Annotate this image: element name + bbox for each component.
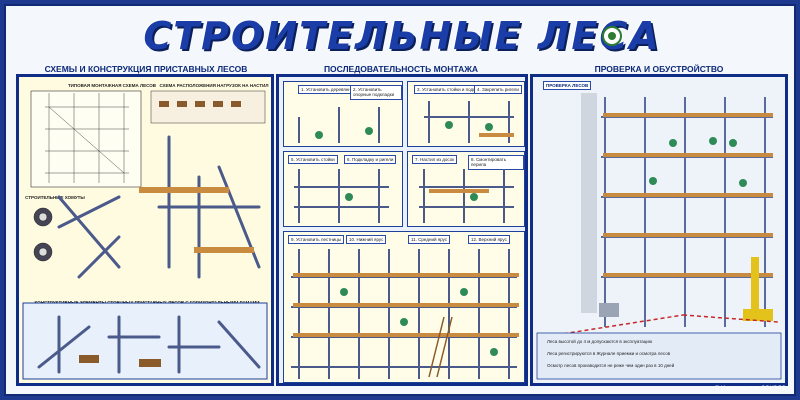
step-label-6: 6. Подкладку и ригели <box>344 155 397 165</box>
step-label-8: 8. Смонтировать перила <box>468 155 524 170</box>
step-label-12: 12. Верхний ярус <box>468 235 510 245</box>
step-label-5: 5. Установить стойки <box>288 155 338 165</box>
step-label-2: 2. Установить опорные подкладки <box>350 85 402 100</box>
caption-clamps: СТРОИТЕЛЬНЫЕ ХОМУТЫ <box>25 195 85 200</box>
poster: СТРОИТЕЛЬНЫЕ ЛЕСА СХЕМЫ И КОНСТРУКЦИЯ ПР… <box>4 4 796 396</box>
section-title-check: ПРОВЕРКА И ОБУСТРОЙСТВО <box>594 64 724 74</box>
step-label-11: 11. Средний ярус <box>408 235 451 245</box>
section-title-schemes: СХЕМЫ И КОНСТРУКЦИЯ ПРИСТАВНЫХ ЛЕСОВ <box>44 64 248 74</box>
panel-schemes: ТИПОВАЯ МОНТАЖНАЯ СХЕМА ЛЕСОВ СХЕМА РАСП… <box>16 74 274 386</box>
step-cell-4: 7. Настил из досок 8. Смонтировать перил… <box>407 151 525 227</box>
assembly-illustration <box>291 101 519 379</box>
panel-assembly: 1. Установить деревянные подкладки 2. Ус… <box>276 74 528 386</box>
check-illustration <box>536 93 782 380</box>
step-label-10: 10. Нижний ярус <box>346 235 387 245</box>
step-label-9: 9. Установить лестницы <box>288 235 345 245</box>
step-label-4: 4. Закрепить ригели <box>474 85 522 95</box>
caption-typical-scheme: ТИПОВАЯ МОНТАЖНАЯ СХЕМА ЛЕСОВ <box>67 83 157 88</box>
panel-check: ПРОВЕРКА ЛЕСОВ <box>530 74 788 386</box>
check-label: ПРОВЕРКА ЛЕСОВ <box>543 81 592 91</box>
poster-title: СТРОИТЕЛЬНЫЕ ЛЕСА <box>143 14 661 58</box>
step-label-7: 7. Настил из досок <box>412 155 458 165</box>
caption-load-scheme: СХЕМА РАСПОЛОЖЕНИЯ НАГРУЗОК НА НАСТИЛ <box>159 83 269 88</box>
check-note-1: Леса высотой до 4 м допускаются в эксплу… <box>547 339 653 344</box>
check-note-3: Осмотр лесов производится не реже чем од… <box>547 363 675 368</box>
check-note-2: Леса регистрируются в Журнале приемки и … <box>547 351 671 356</box>
eco-circle-logo-icon <box>602 26 622 46</box>
step-cell-3: 5. Установить стойки 6. Подкладку и риге… <box>283 151 403 227</box>
schemes-illustration <box>22 90 268 380</box>
publisher-footer: © Издательство СОУЭЛО <box>714 386 786 392</box>
section-title-assembly: ПОСЛЕДОВАТЕЛЬНОСТЬ МОНТАЖА <box>323 64 479 74</box>
step-cell-1: 1. Установить деревянные подкладки 2. Ус… <box>283 81 403 147</box>
